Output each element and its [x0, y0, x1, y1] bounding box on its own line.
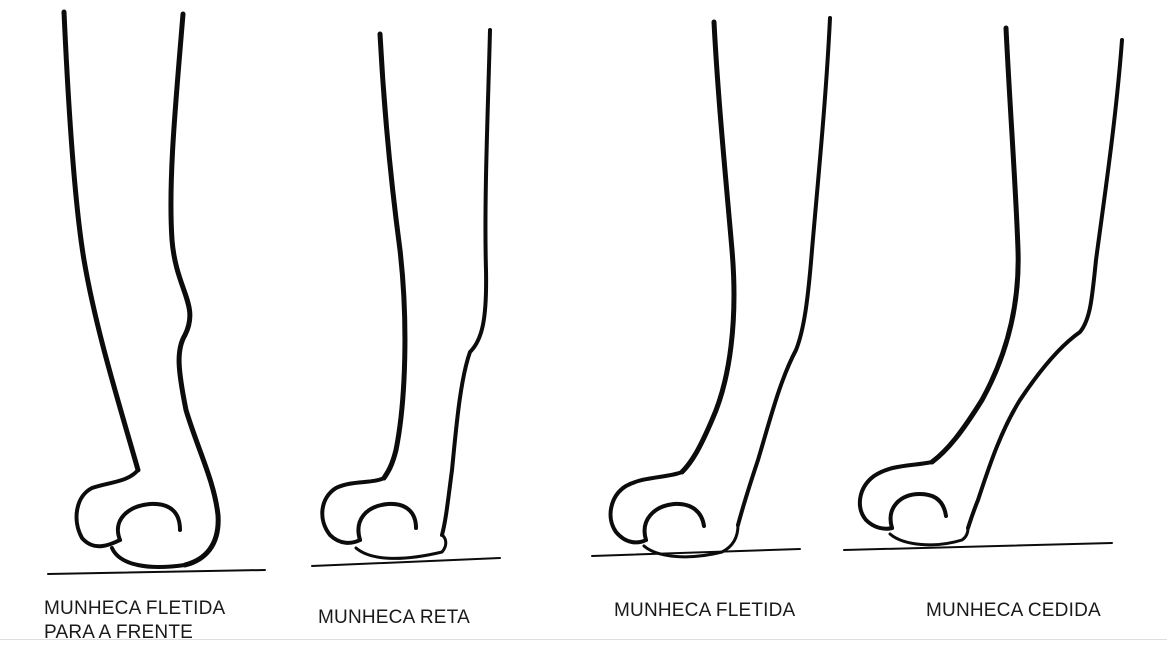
caption-yielding: MUNHECA CEDIDA [926, 599, 1101, 623]
caption-straight: MUNHECA RETA [318, 606, 470, 630]
caption-line: MUNHECA RETA [318, 606, 470, 630]
bottom-divider [0, 639, 1167, 640]
leg-drawing-yielding [844, 28, 1122, 550]
leg-drawing-flexed [592, 18, 830, 557]
caption-line: MUNHECA CEDIDA [926, 599, 1101, 623]
caption-line: MUNHECA FLETIDA [614, 599, 795, 623]
caption-flexed-forward: MUNHECA FLETIDA PARA A FRENTE [44, 597, 225, 645]
leg-drawing-straight [312, 30, 500, 566]
caption-line: PARA A FRENTE [44, 621, 225, 645]
caption-flexed: MUNHECA FLETIDA [614, 599, 795, 623]
leg-drawing-flexed-forward [48, 12, 265, 574]
caption-line: MUNHECA FLETIDA [44, 597, 225, 621]
